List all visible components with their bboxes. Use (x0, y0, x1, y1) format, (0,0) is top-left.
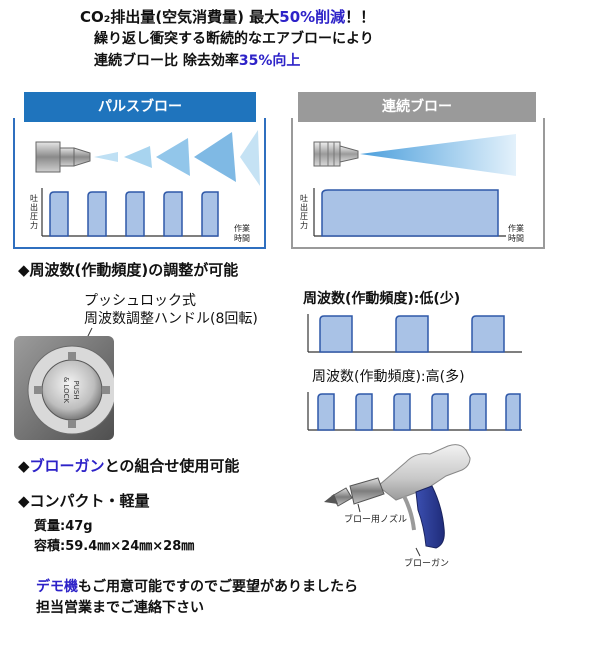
volume-spec: 容積:59.4㎜×24㎜×28㎜ (34, 539, 195, 554)
headline-text: CO₂排出量(空気消費量) 最大 (80, 8, 280, 26)
subheadline: 繰り返し衝突する断続的なエアブローにより (94, 31, 374, 47)
pulse-x-axis-label-1: 作業 (234, 224, 250, 233)
demo-text: もご用意可能ですのでご要望がありましたら (78, 579, 358, 595)
continuous-blow-panel: 連続ブロー 吐出圧力 作業 時間 (290, 90, 546, 250)
continuous-title: 連続ブロー (298, 92, 536, 122)
frequency-heading: ◆周波数(作動頻度)の調整が可能 (18, 261, 239, 279)
headline-highlight: 50%削減 (279, 8, 346, 26)
low-frequency-label: 周波数(作動頻度):低(少) (303, 291, 461, 307)
handle-callout-line1: プッシュロック式 (84, 293, 196, 309)
svg-text:PUSH: PUSH (72, 380, 80, 399)
pulse-x-axis-label-2: 時間 (234, 234, 250, 243)
adjustment-handle-image: PUSH & LOCK (14, 336, 114, 440)
demo-notice-line2: 担当営業までご連絡下さい (36, 600, 204, 616)
efficiency-line: 連続ブロー比 除去効率35%向上 (94, 50, 300, 70)
mass-spec: 質量:47g (34, 519, 93, 534)
blowgun-label: ブローガン (404, 559, 450, 569)
svg-text:& LOCK: & LOCK (62, 377, 70, 404)
compact-heading: ◆コンパクト・軽量 (18, 492, 150, 510)
demo-highlight: デモ機 (36, 579, 78, 595)
blowgun-combo-heading: ◆ブローガンとの組合せ使用可能 (18, 455, 239, 476)
high-frequency-label: 周波数(作動頻度):高(多) (312, 369, 465, 385)
combo-text: との組合せ使用可能 (104, 457, 240, 475)
continuous-x-axis-label-1: 作業 (508, 224, 524, 233)
continuous-y-axis-label: 吐出圧力 (300, 194, 308, 230)
pulse-y-axis-label: 吐出圧力 (30, 194, 38, 230)
nozzle-label: ブロー用ノズル (344, 515, 408, 525)
combo-highlight: ブローガン (29, 457, 105, 475)
blowgun-image (324, 444, 471, 557)
pulse-nozzle-spray (35, 130, 260, 186)
pulse-blow-panel: パルスブロー 吐出圧力 作業 時間 (12, 90, 267, 250)
handle-callout-line2: 周波数調整ハンドル(8回転) (84, 311, 258, 327)
handle-callout: プッシュロック式 周波数調整ハンドル(8回転) (84, 292, 258, 328)
headline: CO₂排出量(空気消費量) 最大50%削減！！ (80, 6, 375, 27)
demo-notice-line1: デモ機もご用意可能ですのでご要望がありましたら (36, 576, 358, 596)
combo-bullet: ◆ (18, 457, 30, 475)
efficiency-highlight: 35%向上 (238, 53, 301, 69)
low-frequency-waveform (307, 314, 522, 353)
continuous-nozzle-spray (313, 134, 516, 176)
headline-exclaim: ！！ (345, 8, 376, 26)
high-frequency-waveform (307, 392, 522, 431)
pulse-panel-frame (13, 118, 266, 249)
continuous-waveform (313, 188, 506, 237)
efficiency-text: 連続ブロー比 除去効率 (94, 53, 239, 69)
continuous-panel-frame (291, 118, 545, 249)
continuous-x-axis-label-2: 時間 (508, 234, 524, 243)
pulse-title: パルスブロー (24, 92, 256, 122)
pulse-waveform (41, 188, 219, 237)
